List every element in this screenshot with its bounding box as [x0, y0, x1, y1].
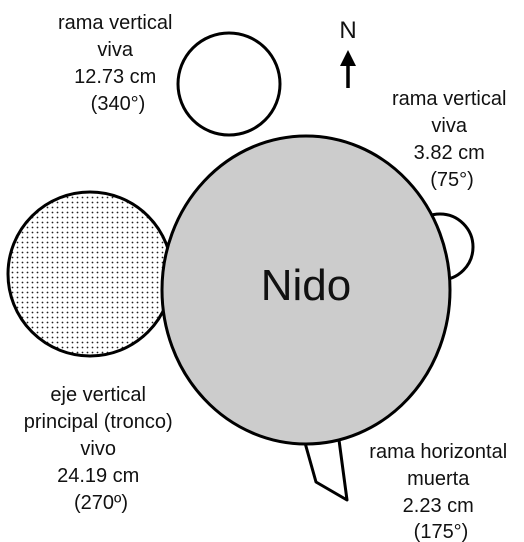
top-branch-line-1: rama vertical — [58, 12, 172, 34]
trunk-circle — [6, 190, 174, 358]
right-branch-line-2: viva — [431, 115, 467, 137]
dead-branch-line-1: rama horizontal — [369, 441, 507, 463]
right-branch-line-3: 3.82 cm — [414, 142, 485, 164]
top-branch-label: rama vertical viva 12.73 cm (340°) — [58, 12, 178, 115]
trunk-line-1: eje vertical — [50, 384, 146, 406]
trunk-label: eje vertical principal (tronco) vivo 24.… — [24, 384, 179, 514]
top-branch-line-3: 12.73 cm — [74, 66, 156, 88]
dead-branch-label: rama horizontal muerta 2.23 cm (175°) — [369, 441, 512, 542]
dead-branch-line-3: 2.23 cm — [403, 495, 474, 517]
north-arrow: N — [339, 17, 357, 88]
nest-label: Nido — [261, 261, 352, 310]
north-label: N — [339, 17, 356, 44]
top-branch-line-2: viva — [97, 39, 133, 61]
right-branch-line-1: rama vertical — [392, 88, 506, 110]
nest-ellipse — [160, 134, 452, 446]
right-branch-label: rama vertical viva 3.82 cm (75°) — [392, 88, 512, 191]
north-arrow-head — [340, 50, 356, 66]
top-branch-circle — [176, 31, 282, 137]
right-branch-line-4: (75°) — [430, 169, 474, 191]
top-branch-line-4: (340°) — [91, 93, 146, 115]
trunk-line-4: 24.19 cm — [57, 465, 139, 487]
dead-branch-line-2: muerta — [407, 468, 470, 490]
dead-branch-line-4: (175°) — [414, 521, 469, 542]
trunk-line-2: principal (tronco) — [24, 411, 173, 433]
trunk-line-5: (270º) — [74, 492, 128, 514]
trunk-line-3: vivo — [80, 438, 116, 460]
